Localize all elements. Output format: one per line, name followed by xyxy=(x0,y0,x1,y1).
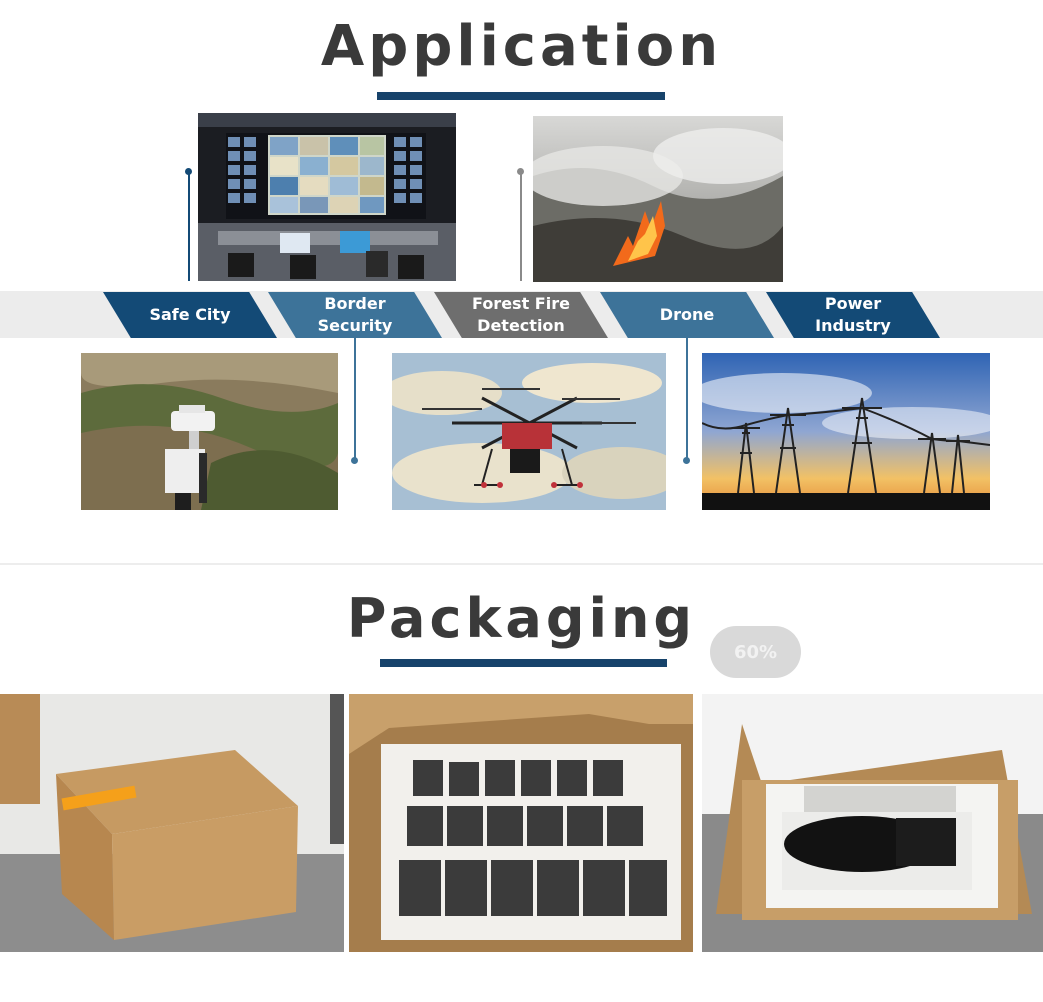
drone-photo xyxy=(392,353,666,510)
packaging-title-underline xyxy=(380,659,667,667)
connector-line xyxy=(188,171,190,281)
border-camera-photo xyxy=(81,353,338,510)
section-divider xyxy=(0,563,1043,565)
packaging-title: Packaging xyxy=(346,587,697,650)
tag-power-industry: Power Industry xyxy=(766,292,940,338)
tag-drone: Drone xyxy=(600,292,774,338)
forest-fire-photo xyxy=(533,116,783,282)
connector-dot xyxy=(185,168,192,175)
application-title: Application xyxy=(320,14,723,79)
connector-line xyxy=(520,171,522,281)
tag-safe-city: Safe City xyxy=(103,292,277,338)
connector-dot xyxy=(351,457,358,464)
control-room-photo xyxy=(198,113,456,281)
connector-dot xyxy=(517,168,524,175)
connector-line xyxy=(686,338,688,460)
connector-dot xyxy=(683,457,690,464)
application-title-underline xyxy=(377,92,665,100)
tag-border-security: Border Security xyxy=(268,292,442,338)
foam-tray-photo xyxy=(349,694,693,952)
zoom-badge: 60% xyxy=(710,626,801,678)
tag-forest-fire-detection: Forest Fire Detection xyxy=(434,292,608,338)
power-lines-photo xyxy=(702,353,990,510)
connector-line xyxy=(354,338,356,460)
sealed-box-photo xyxy=(0,694,344,952)
camera-box-photo xyxy=(702,694,1043,952)
